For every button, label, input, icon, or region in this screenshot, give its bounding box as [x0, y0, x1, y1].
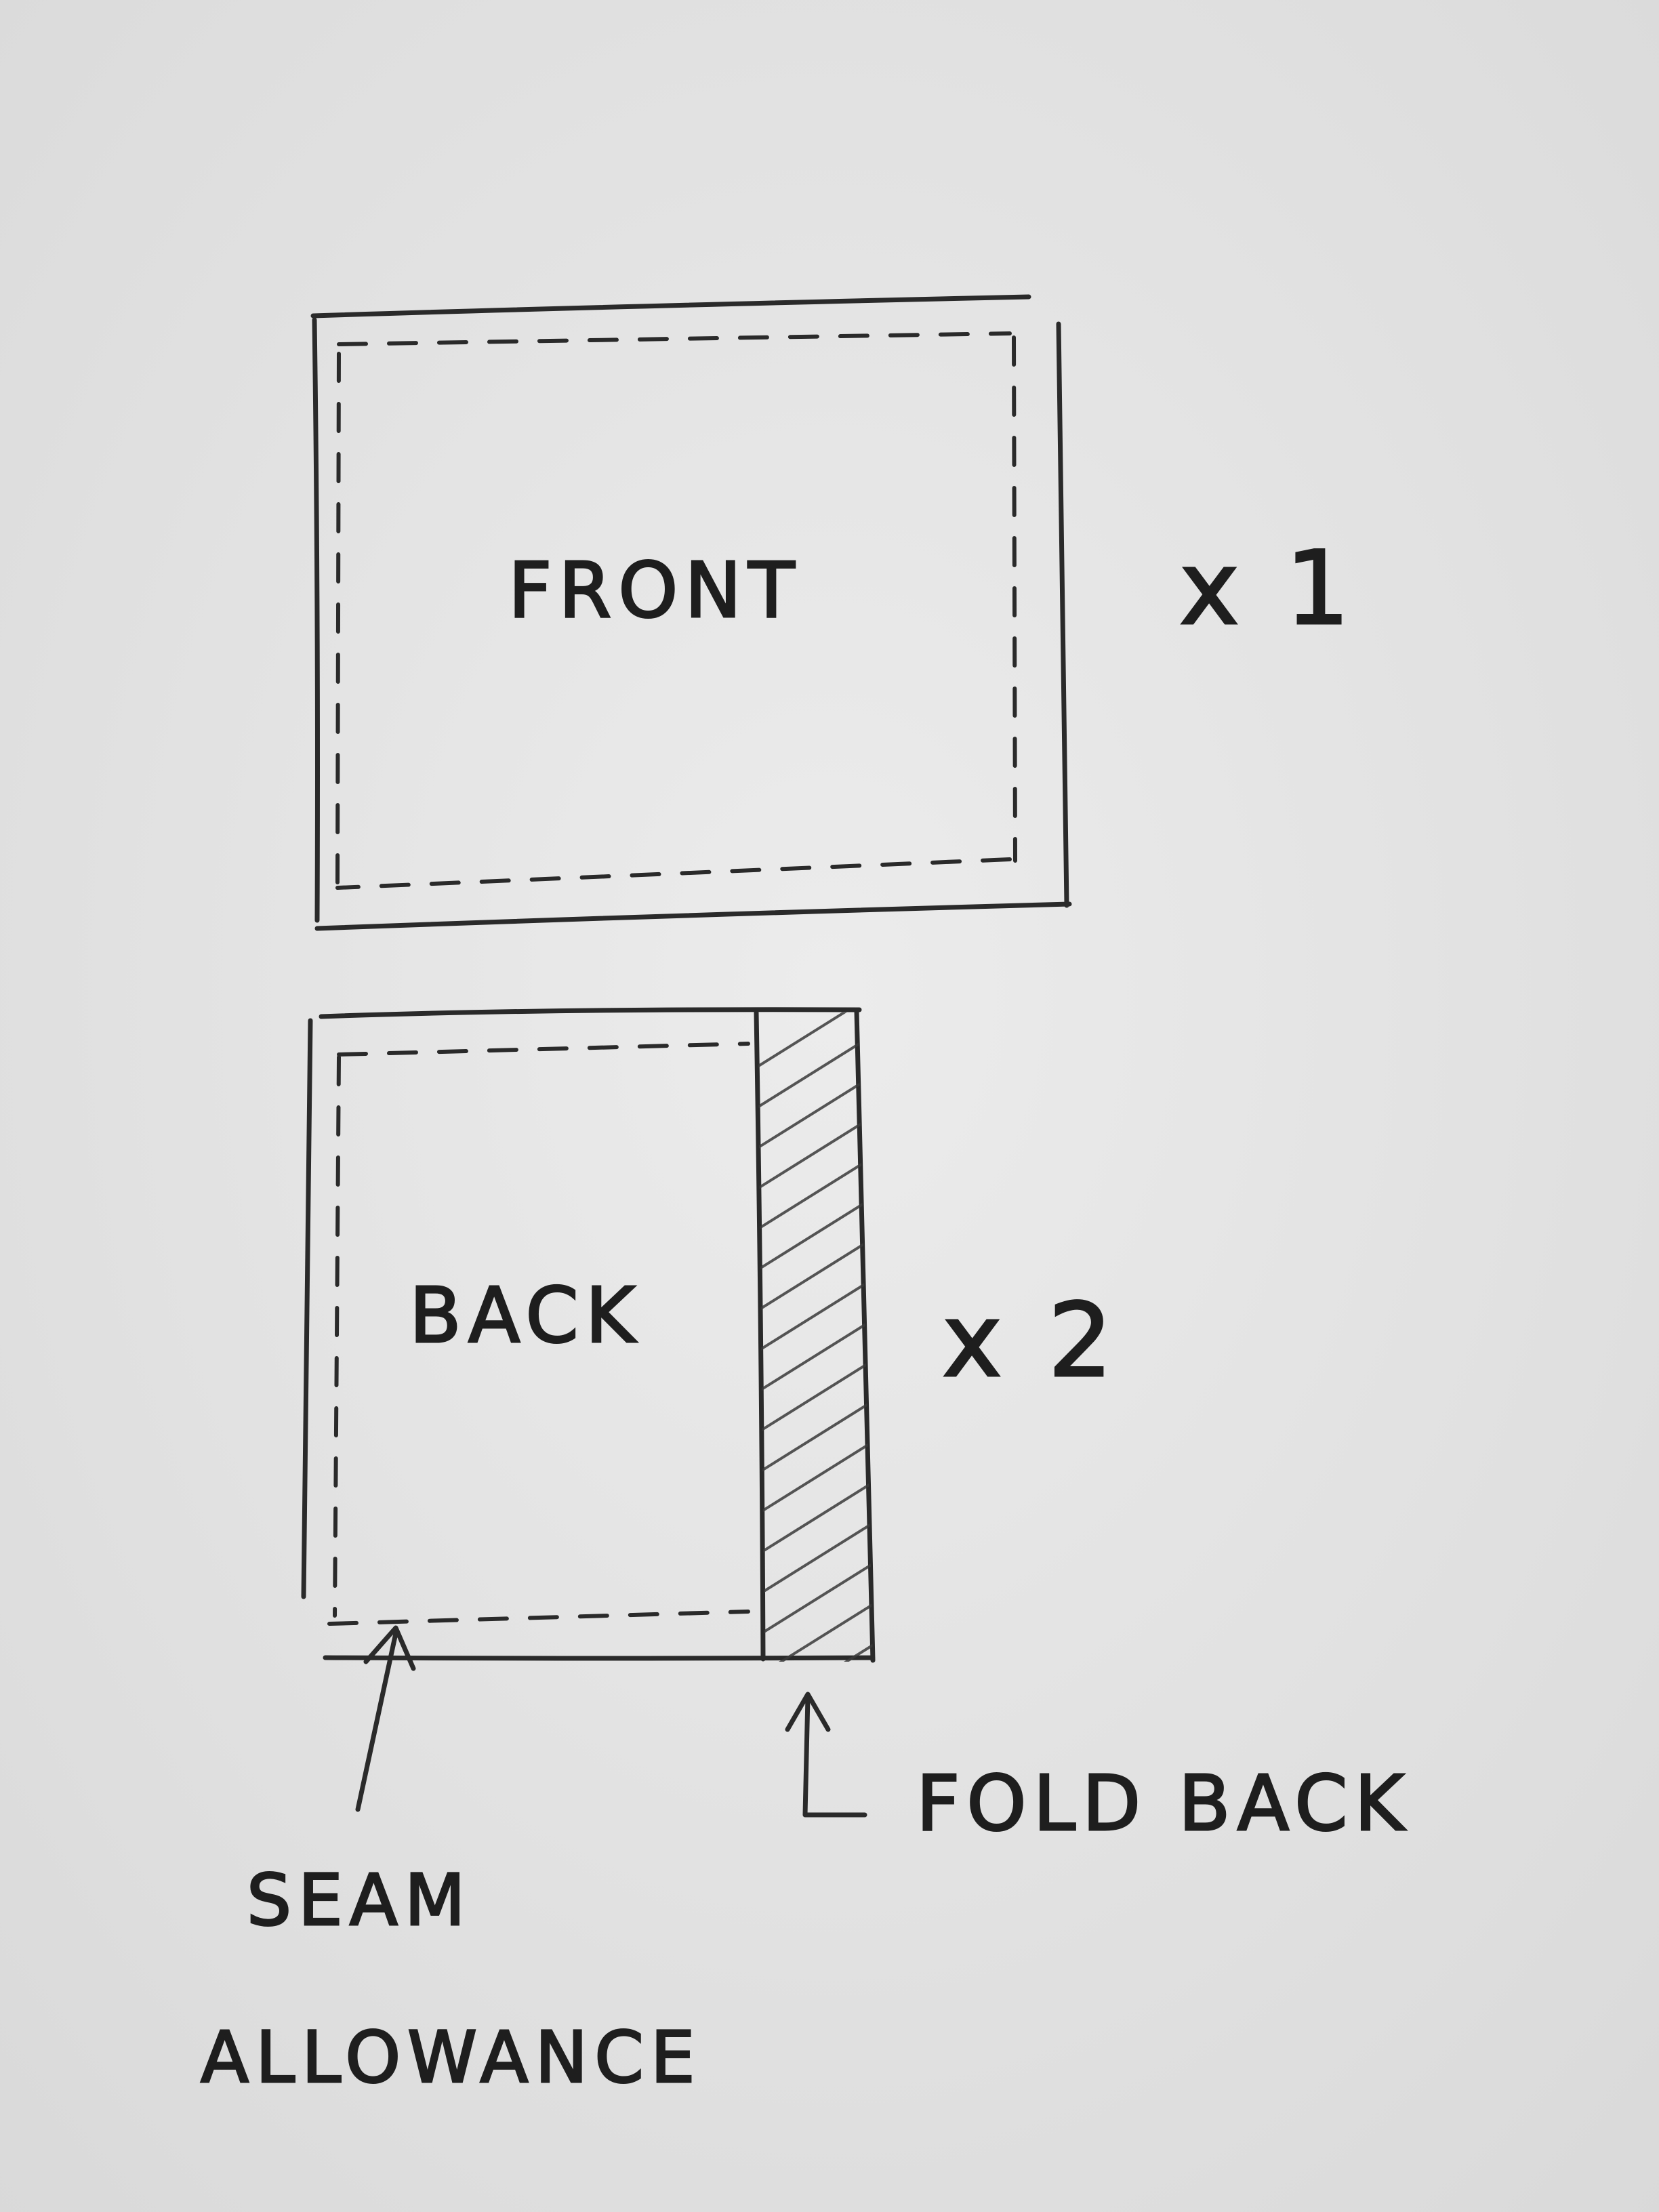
fold-back-annotation: FOLD BACK: [785, 1692, 1411, 1849]
back-label: BACK: [409, 1272, 642, 1360]
back-quantity: x 2: [942, 1282, 1120, 1400]
front-outline: [310, 294, 1072, 931]
front-seam-allowance: [335, 331, 1017, 890]
back-pattern-piece: BACK x 2: [301, 1007, 1120, 1663]
fold-back-label: FOLD BACK: [916, 1760, 1411, 1848]
back-outline: [301, 1007, 876, 1663]
seam-allowance-annotation: SEAM ALLOWANCE: [200, 1625, 702, 2100]
fold-line: [754, 1010, 766, 1662]
seam-allowance-arrow: [355, 1625, 416, 1812]
front-label: FRONT: [508, 547, 802, 635]
back-seam-allowance: [327, 1042, 750, 1626]
fold-back-arrow: [785, 1692, 867, 1818]
seam-allowance-label-line2: ALLOWANCE: [201, 2016, 702, 2099]
front-pattern-piece: FRONT x 1: [310, 294, 1357, 931]
seam-allowance-label-line1: SEAM: [247, 1859, 472, 1942]
front-quantity: x 1: [1179, 530, 1357, 648]
